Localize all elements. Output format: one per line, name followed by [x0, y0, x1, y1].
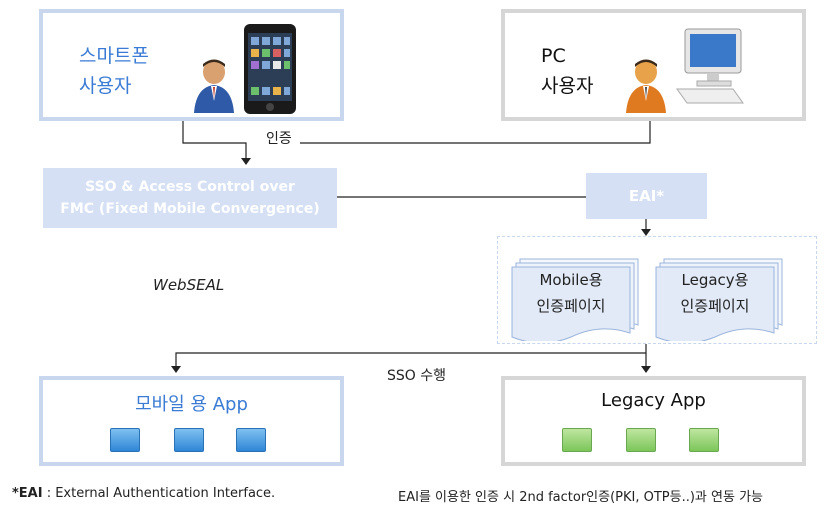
pc-to-auth-line — [300, 121, 651, 144]
computer-icon — [676, 28, 744, 104]
mobile-app-title: 모바일 용 App — [135, 394, 248, 415]
app-module-block — [174, 428, 204, 452]
footer-eai-definition: *EAI : External Authentication Interface… — [12, 486, 275, 501]
app-module-block — [626, 428, 656, 452]
smartphone-user-box: 스마트폰 사용자 — [39, 9, 344, 121]
mobile-auth-page-label: Mobile용 인증페이지 — [536, 271, 606, 315]
arrow-head — [641, 366, 651, 373]
eai-box: EAI* — [586, 173, 707, 219]
arrow-head — [171, 366, 181, 373]
mobile-app-box: 모바일 용 App — [39, 376, 344, 466]
arrow-head — [241, 158, 251, 165]
smartphone-user-label: 스마트폰 사용자 — [79, 45, 149, 97]
user-icon — [194, 59, 234, 113]
auth-pages-container: Mobile용 인증페이지 Legacy용 인증페이지 — [497, 236, 817, 344]
user-icon — [626, 59, 666, 113]
footer-eai-text: : External Authentication Interface. — [42, 486, 276, 501]
sso-line2: FMC (Fixed Mobile Convergence) — [60, 201, 320, 217]
footer-eai-abbrev: *EAI — [12, 486, 43, 501]
smartphone-to-sso-line — [182, 121, 247, 160]
legacy-app-title: Legacy App — [601, 390, 706, 411]
auth-label: 인증 — [262, 128, 296, 148]
sso-line1: SSO & Access Control over — [85, 179, 295, 195]
legacy-auth-page: Legacy용 인증페이지 — [654, 255, 783, 341]
smartphone-icon — [244, 24, 296, 114]
document-stack-icon — [655, 258, 783, 341]
sso-access-control-box: SSO & Access Control over FMC (Fixed Mob… — [43, 168, 337, 228]
webseal-label: WebSEAL — [153, 276, 225, 294]
app-module-block — [562, 428, 592, 452]
app-module-block — [110, 428, 140, 452]
footer-eai-note: EAI를 이용한 인증 시 2nd factor인증(PKI, OTP등..)과… — [398, 490, 763, 505]
sso-run-label: SSO 수행 — [383, 365, 451, 385]
arrow-head — [641, 229, 651, 236]
legacy-app-box: Legacy App — [501, 376, 806, 466]
pages-to-mobile-line — [175, 352, 646, 369]
pc-user-label: PC 사용자 — [541, 45, 594, 97]
legacy-auth-page-label: Legacy용 인증페이지 — [680, 271, 750, 315]
pc-user-box: PC 사용자 — [501, 9, 806, 121]
app-module-block — [689, 428, 719, 452]
document-stack-icon — [511, 258, 639, 341]
app-module-block — [236, 428, 266, 452]
mobile-auth-page: Mobile용 인증페이지 — [510, 255, 639, 341]
